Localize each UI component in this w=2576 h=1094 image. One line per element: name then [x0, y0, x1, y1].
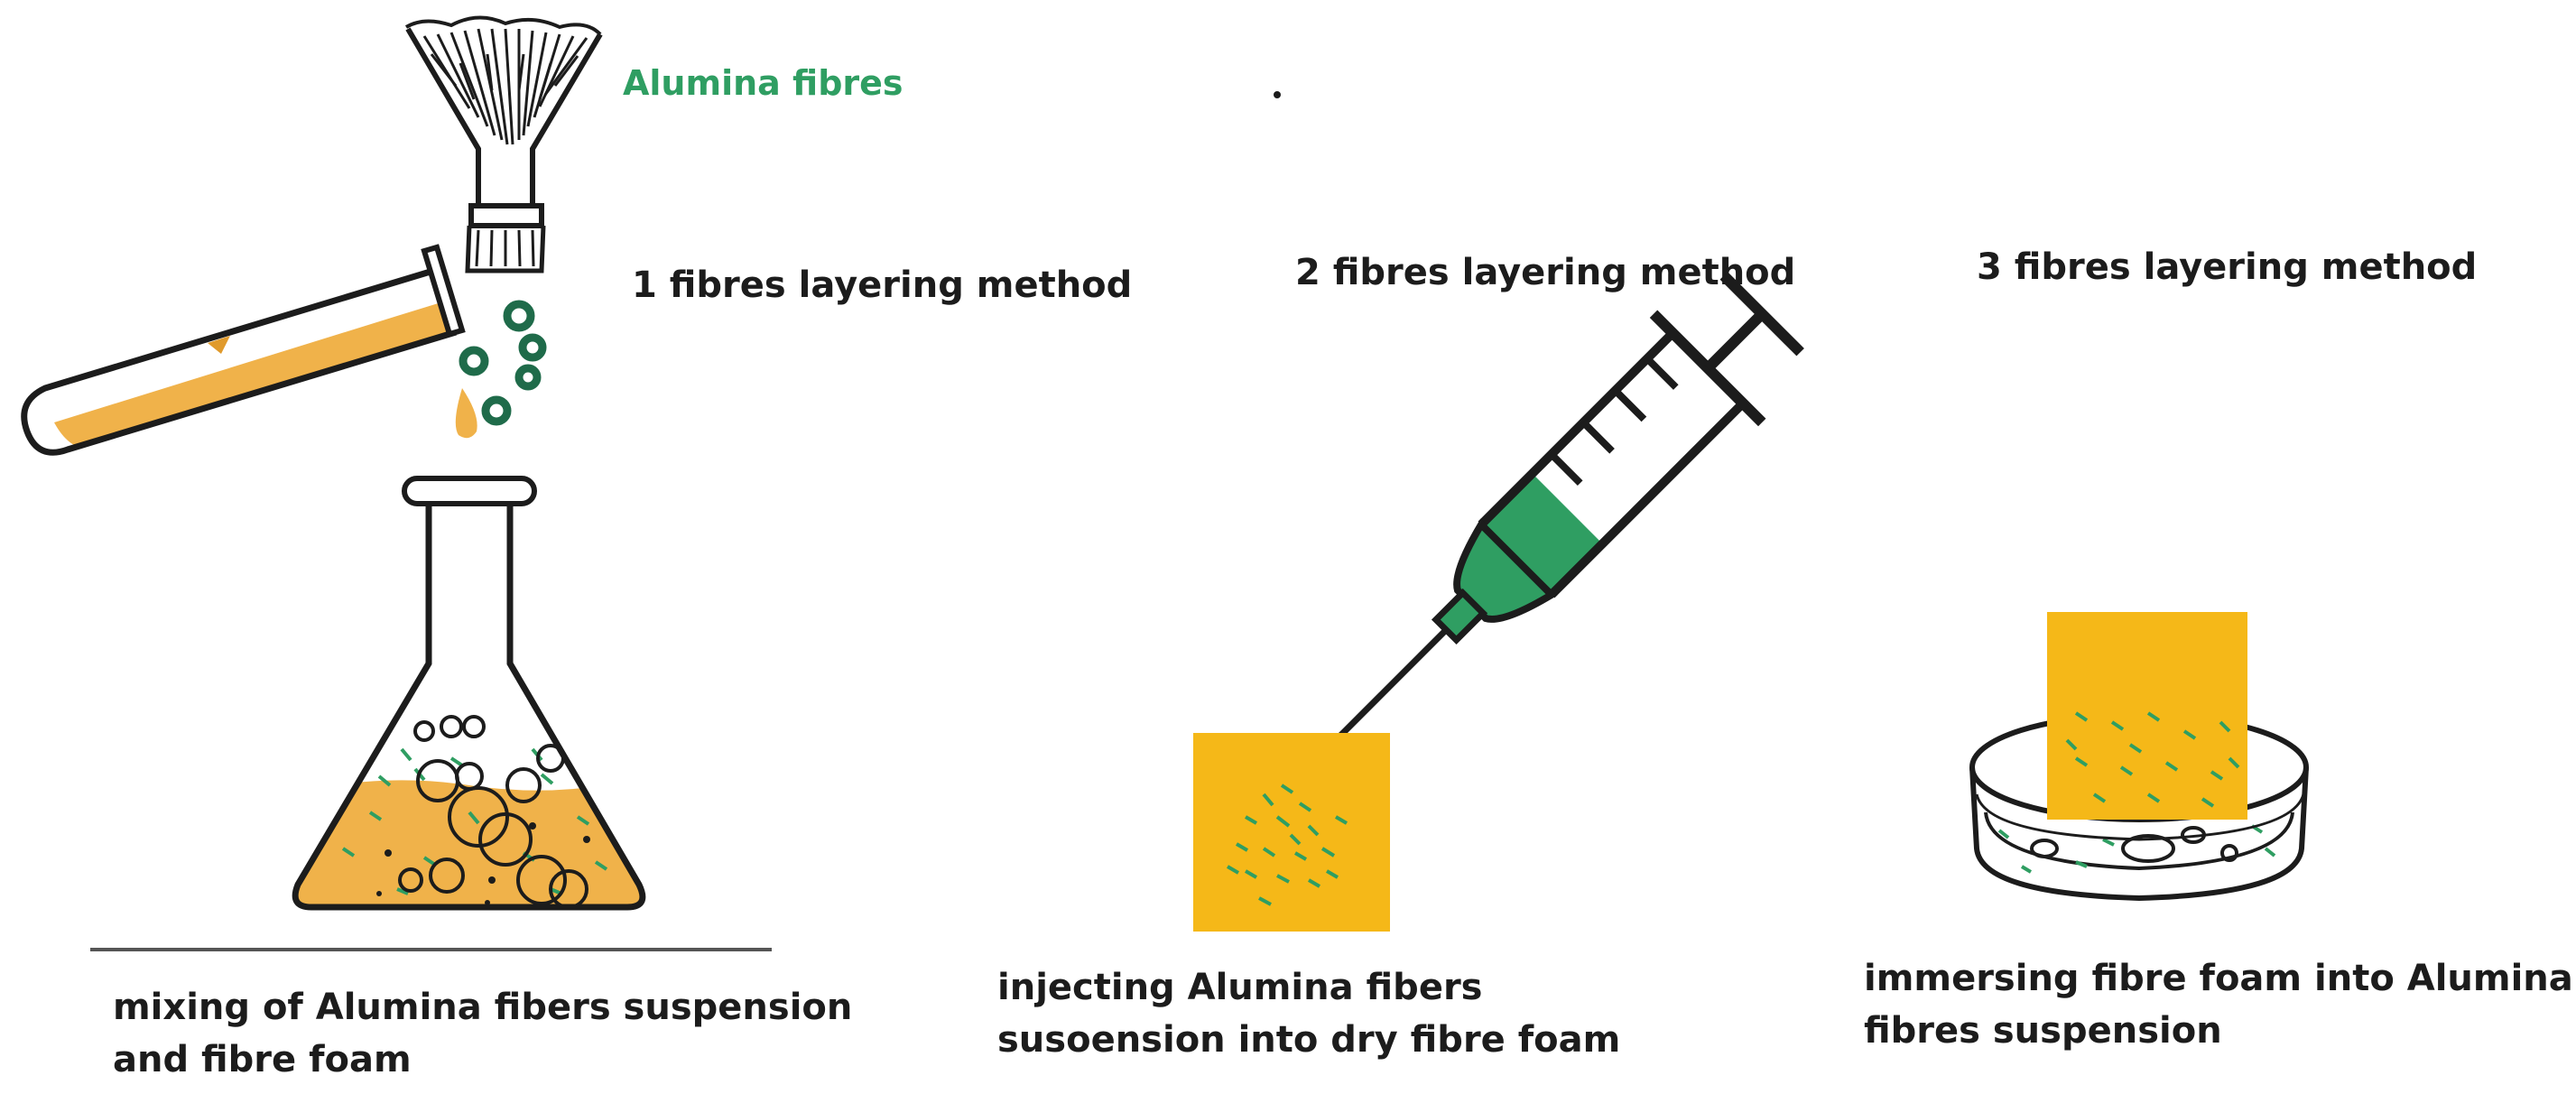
stray-dot	[1274, 91, 1281, 98]
method-1-label: 1 fibres layering method	[632, 264, 1133, 306]
alumina-fibres-label: Alumina fibres	[623, 63, 903, 103]
test-tube-icon	[21, 244, 477, 456]
caption-1-line-1: mixing of Alumina fibers suspension	[113, 987, 853, 1028]
caption-3-line-2: fibres suspension	[1864, 1010, 2222, 1052]
droplets-icon	[459, 300, 547, 426]
method-3-label: 3 fibres layering method	[1977, 246, 2478, 288]
foam-block-icon	[1193, 733, 1390, 932]
caption-2-line-2: susoension into dry fibre foam	[997, 1019, 1621, 1061]
petri-dish-icon	[1969, 612, 2309, 902]
caption-2-line-1: injecting Alumina fibers	[997, 967, 1483, 1008]
method-2-label: 2 fibres layering method	[1295, 252, 1796, 293]
erlenmeyer-flask-icon	[90, 476, 772, 951]
caption-3-line-1: immersing fibre foam into Alumina	[1864, 958, 2573, 999]
caption-1-line-2: and fibre foam	[113, 1039, 412, 1080]
fibre-bundle-icon	[404, 15, 603, 274]
